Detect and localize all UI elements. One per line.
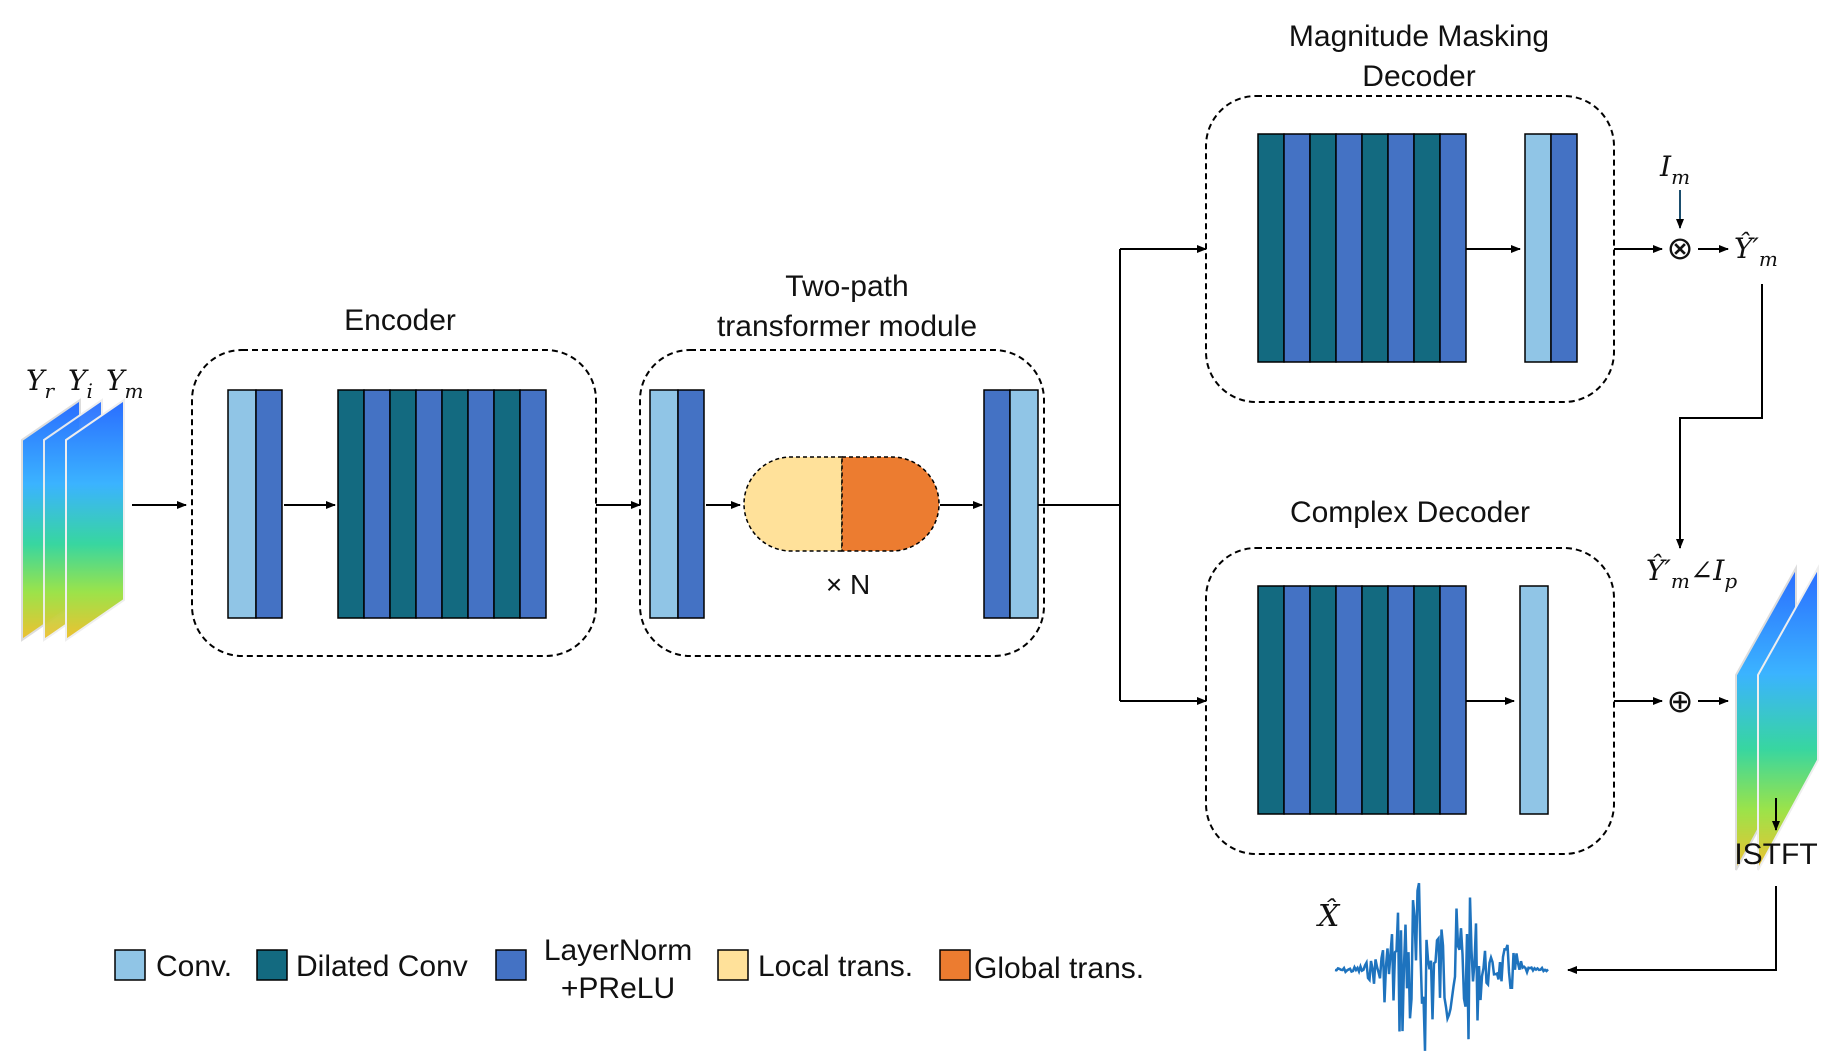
tpt-in-conv-block [649, 389, 679, 619]
input-spectrograms [21, 398, 125, 642]
legend-swatch-local-trans [717, 949, 749, 981]
local-transformer-block [743, 456, 843, 552]
arrow-istft-to-waveform [1567, 886, 1777, 974]
encoder-dilated-stack [337, 389, 547, 619]
legend-label-global-trans: Global trans. [974, 952, 1144, 985]
arrow-masked-mag-to-add [1676, 284, 1763, 549]
istft-label: ISTFT [1734, 838, 1817, 871]
label-ym: Ym [106, 364, 143, 403]
legend-label-local-trans: Local trans. [758, 950, 913, 983]
tpt-out-norm-block [983, 389, 1011, 619]
tpt-out-conv-block [1009, 389, 1039, 619]
global-transformer-block [841, 456, 940, 552]
tpt-title-line2: transformer module [717, 310, 977, 343]
mag-decoder-norm-block [1550, 133, 1578, 363]
legend-swatch-layernorm [495, 949, 527, 981]
legend-swatch-conv [114, 949, 146, 981]
label-ymhat-phase: Ŷ′m∠Ip [1646, 554, 1737, 593]
add-operator-icon: ⊕ [1667, 683, 1694, 719]
legend-label-prelu: +PReLU [561, 972, 675, 1005]
output-spectrograms [1735, 564, 1819, 871]
encoder-norm-block [255, 389, 283, 619]
complex-decoder-title: Complex Decoder [1290, 496, 1530, 529]
mag-decoder-title-line2: Decoder [1362, 60, 1475, 93]
mag-decoder-title-line1: Magnitude Masking [1289, 20, 1549, 53]
legend-swatch-dilated-conv [256, 949, 288, 981]
tpt-in-norm-block [677, 389, 705, 619]
encoder-conv-block [227, 389, 257, 619]
branch-connector [1038, 245, 1207, 705]
encoder-box [191, 349, 597, 657]
legend-swatch-global-trans [939, 949, 971, 981]
tpt-box [639, 349, 1045, 657]
label-xhat: X̂ [1316, 899, 1341, 934]
legend-label-dilated-conv: Dilated Conv [296, 950, 468, 983]
label-ym-hat: Ŷ′m [1734, 232, 1778, 271]
complex-decoder-dilated-stack [1257, 585, 1467, 815]
encoder-title: Encoder [344, 304, 456, 337]
legend-label-layernorm: LayerNorm [544, 934, 692, 967]
complex-decoder-conv-block [1519, 585, 1549, 815]
mag-decoder-dilated-stack [1257, 133, 1467, 363]
label-im: Im [1659, 150, 1690, 189]
tpt-title-line1: Two-path [785, 270, 908, 303]
legend: Conv. Dilated Conv LayerNorm +PReLU Loca… [114, 934, 1144, 1005]
legend-label-conv: Conv. [156, 950, 232, 983]
label-yi: Yi [68, 364, 93, 403]
mag-decoder-box [1205, 95, 1615, 403]
multiply-operator-icon: ⊗ [1667, 230, 1694, 266]
complex-decoder-box [1205, 547, 1615, 855]
label-yr: Yr [26, 364, 55, 403]
output-waveform [1334, 882, 1549, 1051]
repeat-label: × N [826, 569, 870, 600]
mag-decoder-conv-block [1524, 133, 1552, 363]
